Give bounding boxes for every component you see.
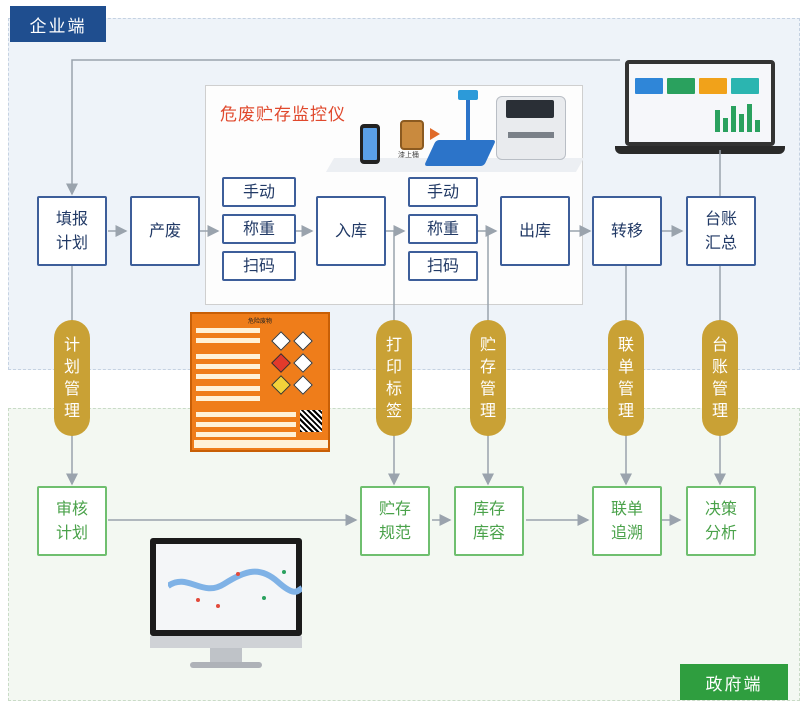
node-storage-out[interactable]: 出库 [500,196,570,266]
label-text-line [196,386,260,391]
node-in-scan[interactable]: 扫码 [222,251,296,281]
node-in-weigh[interactable]: 称重 [222,214,296,244]
node-label: 贮存 [378,499,411,518]
pill-char: 印 [385,357,402,376]
scale-pole [466,96,470,142]
label-text-line [196,364,260,369]
node-manifest-trace[interactable]: 联单 追溯 [592,486,662,556]
pill-char: 管 [479,379,496,398]
pill-char: 打 [385,335,402,354]
node-label: 填报 [55,209,88,228]
scale-display-icon [458,90,478,100]
pill-char: 管 [63,379,80,398]
laptop-base [615,146,785,154]
pill-char: 理 [479,401,496,420]
pill-ledger-management[interactable]: 台 账 管 理 [702,320,738,436]
node-label: 联单 [610,499,643,518]
pill-char: 签 [385,401,402,420]
label-text-line [196,338,260,343]
pill-char: 理 [711,401,728,420]
node-produce[interactable]: 产废 [130,196,200,266]
node-fill-plan[interactable]: 填报 计划 [37,196,107,266]
dashboard-tile [667,78,695,94]
pill-plan-management[interactable]: 计 划 管 理 [54,320,90,436]
node-label: 汇总 [704,233,737,252]
node-label: 规范 [378,523,411,542]
government-zone-label: 政府端 [680,664,788,700]
dashboard-bar [747,104,752,132]
qr-code-icon [300,410,322,432]
pill-char: 台 [711,335,728,354]
pill-char: 贮 [479,335,496,354]
pill-char: 计 [63,335,80,354]
pill-char: 理 [63,401,80,420]
dashboard-tile [635,78,663,94]
desktop-chin [150,636,302,648]
desktop-map-icon [150,538,302,636]
desktop-stand [210,648,242,664]
ledger-feedback-line [66,59,620,196]
label-text-line [196,422,296,427]
pill-manifest-management[interactable]: 联 单 管 理 [608,320,644,436]
dashboard-bar [755,120,760,132]
label-text-line [196,374,260,379]
node-ledger-summary[interactable]: 台账 汇总 [686,196,756,266]
label-text-line [196,328,260,333]
label-footer [194,440,328,448]
node-storage-standard[interactable]: 贮存 规范 [360,486,430,556]
pill-char: 存 [479,357,496,376]
pill-char: 账 [711,357,728,376]
node-inventory-capacity[interactable]: 库存 库容 [454,486,524,556]
laptop-dashboard-icon [625,60,775,146]
dashboard-bar [723,118,728,132]
pill-char: 理 [617,401,634,420]
node-transfer[interactable]: 转移 [592,196,662,266]
arrow-right-icon [430,128,440,140]
dashboard-bar [739,114,744,132]
pill-char: 划 [63,357,80,376]
node-label: 库容 [472,523,505,542]
label-text-line [196,412,296,417]
node-out-scan[interactable]: 扫码 [408,251,478,281]
printer-panel [506,100,554,118]
label-text-line [196,354,260,359]
node-label: 计划 [55,523,88,542]
hazardous-waste-label: 危险废物 [190,312,330,452]
dashboard-bar [731,106,736,132]
dashboard-tile [731,78,759,94]
label-card-title: 危险废物 [247,318,272,325]
dashboard-bar [715,110,720,132]
pill-char: 标 [385,379,402,398]
pill-print-label[interactable]: 打 印 标 签 [376,320,412,436]
pill-char: 单 [617,357,634,376]
enterprise-zone-label: 企业端 [10,6,106,42]
node-label: 决策 [704,499,737,518]
node-label: 库存 [472,499,505,518]
pill-storage-management[interactable]: 贮 存 管 理 [470,320,506,436]
node-out-weigh[interactable]: 称重 [408,214,478,244]
node-decision-analysis[interactable]: 决策 分析 [686,486,756,556]
handheld-screen [363,128,377,160]
label-text-line [196,432,296,437]
node-in-manual[interactable]: 手动 [222,177,296,207]
node-out-manual[interactable]: 手动 [408,177,478,207]
node-label: 审核 [55,499,88,518]
waste-barrel-icon [400,120,424,150]
pill-char: 管 [617,379,634,398]
pill-char: 联 [617,335,634,354]
barrel-caption: 漆上桶 [398,151,419,159]
desktop-foot [190,662,262,668]
map-river [168,568,302,608]
dashboard-tile [699,78,727,94]
monitor-title: 危废贮存监控仪 [220,105,346,125]
node-storage-in[interactable]: 入库 [316,196,386,266]
node-review-plan[interactable]: 审核 计划 [37,486,107,556]
node-label: 计划 [55,233,88,252]
node-label: 追溯 [610,523,643,542]
label-text-line [196,396,260,401]
node-label: 台账 [704,209,737,228]
node-label: 分析 [704,523,737,542]
printer-slot [508,132,554,138]
pill-char: 管 [711,379,728,398]
